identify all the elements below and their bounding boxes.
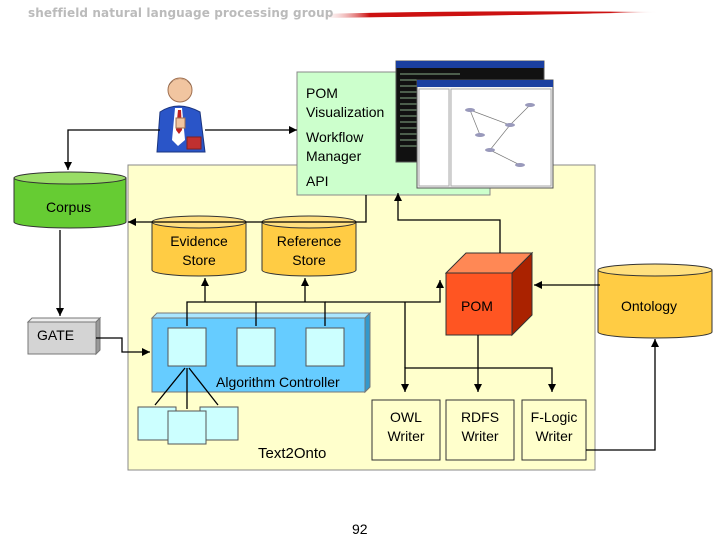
page-number: 92 [352,521,368,537]
module-box [236,327,276,367]
corpus-label: Corpus [46,199,92,215]
owl-writer-box [371,399,441,461]
user-figure-icon [156,77,206,153]
text2onto-label: Text2Onto [258,445,327,462]
ontology-label: Ontology [621,298,678,314]
rdfs-writer-box [445,399,515,461]
pom-cube [444,251,534,337]
corpus-cylinder [13,171,127,229]
rdfs-writer-label: RDFS Writer [460,409,500,444]
connector-writers-ontology [586,339,659,451]
connector-pom-writers [401,335,479,392]
connector-gate-controller [96,337,150,356]
pom-label: POM [461,298,493,314]
screenshot-thumbnail [395,60,554,189]
api-label: API [306,173,329,189]
connector-controller-pom [325,280,444,303]
ontology-cylinder [597,263,713,339]
module-box [305,327,345,367]
connector-to-corpus [64,129,160,170]
owl-writer-label: OWL Writer [387,409,425,444]
connector-pom-flogic [478,367,556,392]
connector-bottom-modules [154,367,219,409]
header-red-line [318,11,662,18]
connector-api-corpus [128,195,367,226]
module-box [167,327,207,367]
flogic-writer-label: F-Logic Writer [530,409,578,444]
algorithm-controller-label: Algorithm Controller [216,374,340,390]
pom-visualization-label: POM Visualization [306,85,385,120]
flogic-writer-box [521,399,587,461]
reference-store-label: Reference Store [276,233,342,268]
gate-label: GATE [37,327,75,343]
header-group-name: sheffield natural language processing gr… [28,6,334,20]
evidence-store-label: Evidence Store [170,233,228,268]
gate-box [26,316,102,356]
workflow-manager-label: Workflow Manager [306,129,364,164]
module-box [167,410,207,445]
connector-pom-screenshot [394,193,501,253]
